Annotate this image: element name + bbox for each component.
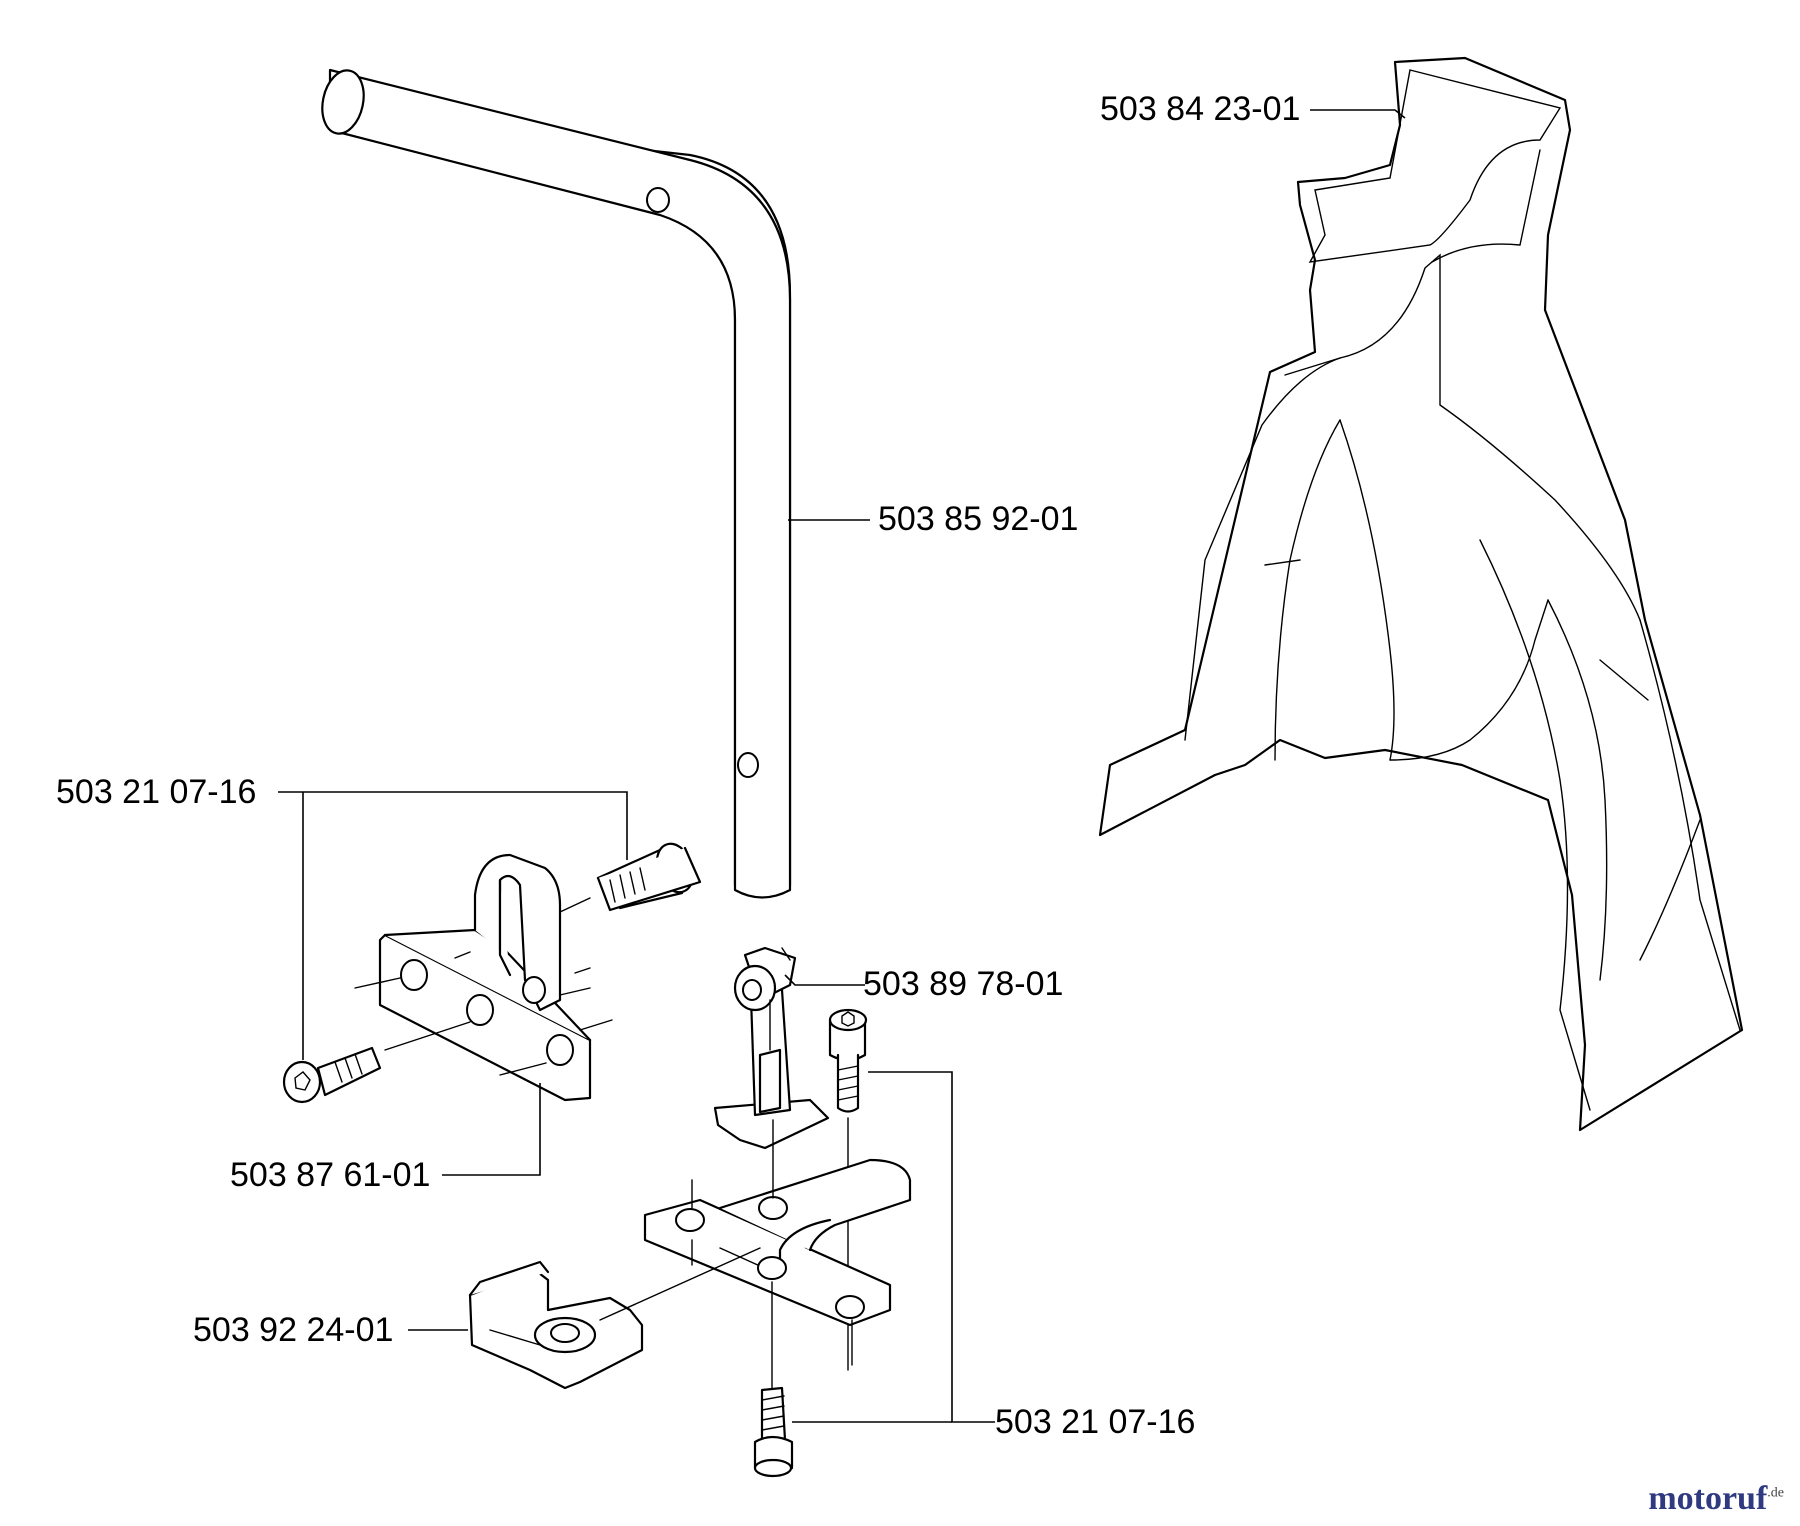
cap-screw-lower-left: [282, 1021, 471, 1104]
upright-mount: [713, 946, 830, 1150]
base-plate: [643, 1119, 912, 1366]
watermark-main: motoruf: [1648, 1480, 1768, 1517]
spring-clip: [468, 1247, 761, 1390]
part-label-spring-clip: 503 92 24-01: [193, 1311, 394, 1349]
deflector-guard: [1098, 56, 1744, 1132]
watermark-tld: .de: [1767, 1485, 1784, 1501]
part-label-cap-screw-lower: 503 21 07-16: [995, 1403, 1196, 1441]
part-label-handle-tube: 503 85 92-01: [878, 500, 1079, 538]
watermark-logo: motoruf.de: [1648, 1480, 1784, 1518]
hinge-bracket: [354, 853, 613, 1102]
cap-screw-vertical-lower: [753, 1281, 794, 1478]
cap-screw-upper-left: [559, 842, 702, 913]
cap-screw-vertical-upper: [828, 1008, 868, 1371]
handle-tube: [321, 68, 792, 899]
part-label-upright-mount: 503 89 78-01: [863, 965, 1064, 1003]
part-label-hinge-bracket: 503 87 61-01: [230, 1156, 431, 1194]
part-label-cap-screw-left: 503 21 07-16: [56, 773, 257, 811]
part-label-deflector-guard: 503 84 23-01: [1100, 90, 1301, 128]
leader-lines: [278, 109, 1406, 1423]
